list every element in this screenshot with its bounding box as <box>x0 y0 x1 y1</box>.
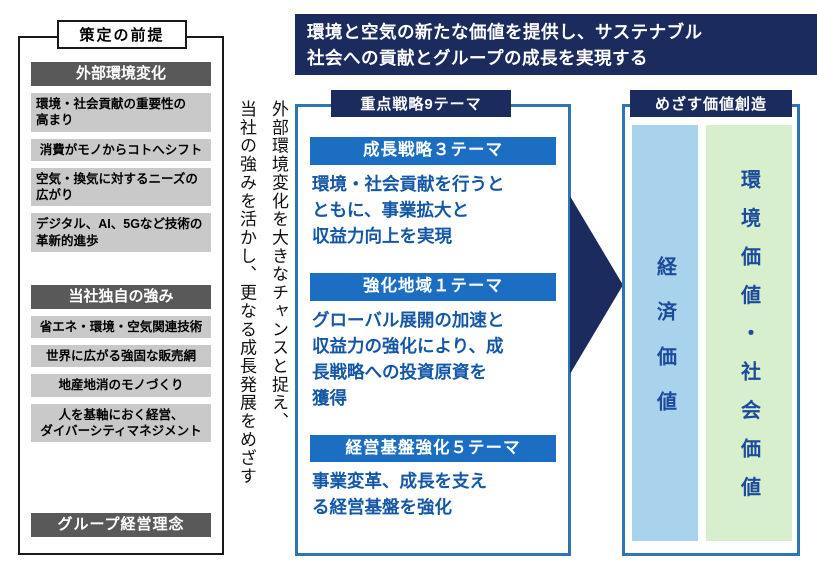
external-factor-item: 空気・換気に対するニーズの 広がり <box>31 167 211 207</box>
strength-item: 地産地消のモノづくり <box>31 374 211 397</box>
growth-strategy-body: 環境・社会貢献を行うと ともに、事業拡大と 収益力向上を実現 <box>312 173 505 246</box>
foundation-strategy-header: 経営基盤強化５テーマ <box>310 434 556 463</box>
foundation-strategy-block: 経営基盤強化５テーマ 事業変革、成長を支え る経営基盤を強化 <box>310 434 556 521</box>
region-strategy-block: 強化地域１テーマ グローバル展開の加速と 収益力の強化により、成 長戦略への投資… <box>310 272 556 411</box>
vision-banner-line-2: 社会への貢献とグループの成長を実現する <box>307 48 648 68</box>
strength-item: 省エネ・環境・空気関連技術 <box>31 315 211 338</box>
strength-item: 世界に広がる強固な販売網 <box>31 345 211 368</box>
bridge-line-1: 外部環境変化を大きなチャンスと捉え、 <box>269 100 288 431</box>
premise-body: 外部環境変化 環境・社会貢献の重要性の 高まり 消費がモノからコトへシフト 空気… <box>20 38 222 553</box>
external-changes-header: 外部環境変化 <box>31 62 211 86</box>
vision-banner-line-1: 環境と空気の新たな価値を提供し、サステナブル <box>307 22 703 42</box>
strength-item: 人を基軸におく経営、 ダイバーシティマネジメント <box>31 403 211 442</box>
vision-banner: 環境と空気の新たな価値を提供し、サステナブル 社会への貢献とグループの成長を実現… <box>295 14 817 75</box>
external-factor-item: 消費がモノからコトへシフト <box>31 138 211 161</box>
strengths-header: 当社独自の強み <box>31 284 211 309</box>
premise-title: 策定の前提 <box>57 20 187 49</box>
foundation-strategy-body: 事業変革、成長を支え る経営基盤を強化 <box>312 471 487 518</box>
strategy-tab: 重点戦略9テーマ <box>331 90 511 117</box>
env-social-value-bar: 環境価値・社会価値 <box>706 125 792 541</box>
bridge-statement: 外部環境変化を大きなチャンスと捉え、 当社の強みを活かし、更なる成長発展をめざす <box>234 100 290 494</box>
region-strategy-header: 強化地域１テーマ <box>310 272 556 301</box>
bridge-line-2: 当社の強みを活かし、更なる成長発展をめざす <box>237 100 256 486</box>
external-factor-item: 環境・社会貢献の重要性の 高まり <box>31 93 211 132</box>
premise-panel: 外部環境変化 環境・社会貢献の重要性の 高まり 消費がモノからコトへシフト 空気… <box>18 36 224 555</box>
economic-value-bar: 経済価値 <box>632 125 698 541</box>
value-tab: めざす価値創造 <box>630 90 792 117</box>
env-social-value-label: 環境価値・社会価値 <box>737 169 760 515</box>
strategy-panel: 成長戦略３テーマ 環境・社会貢献を行うと ともに、事業拡大と 収益力向上を実現 … <box>295 104 571 556</box>
region-strategy-body: グローバル展開の加速と 収益力の強化により、成 長戦略への投資原資を 獲得 <box>312 309 505 408</box>
philosophy-header: グループ経営理念 <box>31 513 211 537</box>
growth-strategy-block: 成長戦略３テーマ 環境・社会貢献を行うと ともに、事業拡大と 収益力向上を実現 <box>310 137 556 249</box>
external-factor-item: デジタル、AI、5Gなど技術の 革新的進歩 <box>31 213 211 252</box>
economic-value-label: 経済価値 <box>653 255 676 436</box>
growth-strategy-header: 成長戦略３テーマ <box>310 137 556 165</box>
right-arrow-icon <box>570 196 623 374</box>
value-panel: 経済価値 環境価値・社会価値 <box>622 104 800 556</box>
